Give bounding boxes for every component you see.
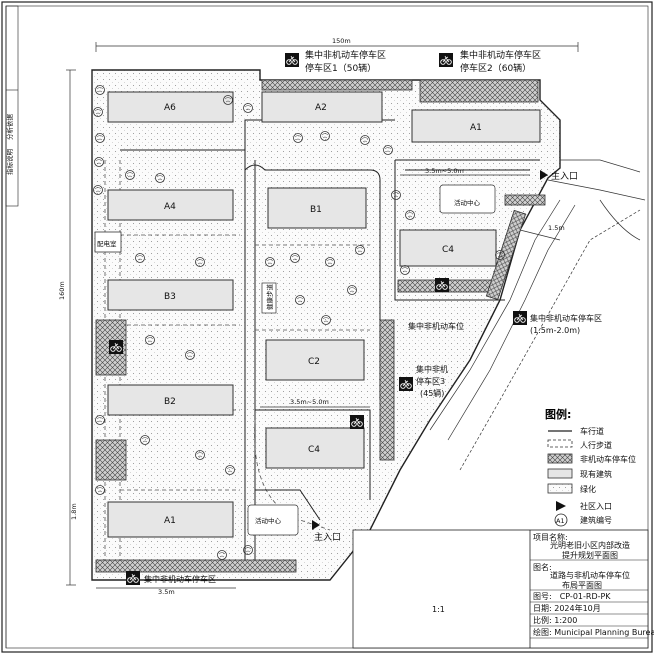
drawing-scale: 比例: 1:200 (533, 615, 577, 625)
svg-text:健康步道: 健康步道 (265, 284, 274, 311)
main-entrance-bottom: 主入口 (312, 520, 341, 543)
dimension-height: 160m (58, 69, 76, 586)
building-a2 (261, 91, 383, 123)
activity-center-bottom (247, 504, 299, 536)
svg-text:160m: 160m (58, 281, 66, 300)
parking-strip-east (504, 194, 546, 206)
parking-2-sub: 停车区2（60辆） (460, 62, 531, 74)
drawing-number: 图号: CP-01-RD-PK (533, 592, 611, 601)
project-name-2: 提升规划平面图 (562, 550, 618, 560)
dimension-east-15: 1.5m (548, 224, 565, 232)
building-b3 (107, 279, 234, 311)
power-room (94, 231, 122, 253)
building-label: C2 (308, 357, 320, 367)
legend-entrance: 社区入口 (580, 501, 612, 511)
parking-strip-3 (379, 319, 395, 461)
parking-3-line3: (45辆) (420, 388, 444, 398)
fitness-path (261, 282, 277, 314)
building-a6 (107, 91, 234, 123)
parking-east-sub: (1.5m-2.0m) (530, 326, 580, 335)
legend-entrance-icon (556, 501, 566, 511)
drawing-author: 绘图: Municipal Planning Bureau (533, 627, 654, 637)
scale-mark: 1:1 (432, 605, 445, 614)
building-label: B3 (164, 292, 176, 302)
legend-existing: 现有建筑 (580, 469, 612, 479)
project-name-1: 光明老旧小区内部改造 (550, 540, 630, 550)
building-a1-top (411, 109, 541, 143)
road-width-top: 3.5m~5.0m (425, 167, 464, 175)
parking-1-title: 集中非机动车停车区 (305, 49, 386, 61)
parking-3-line2: 停车区3 (416, 376, 445, 386)
building-b2 (107, 384, 234, 416)
drawing-date: 日期: 2024年10月 (533, 603, 601, 613)
bike-parking-icon (284, 52, 300, 68)
bike-parking-icon (108, 339, 124, 355)
building-a4 (107, 189, 234, 221)
parking-strip-west-2 (95, 439, 127, 481)
parking-2-title: 集中非机动车停车区 (460, 49, 541, 61)
bike-parking-icon (438, 52, 454, 68)
parking-strip-east-diag (485, 209, 527, 301)
side-note-index: 指标说明 (5, 149, 14, 176)
building-c4-top (399, 229, 497, 267)
svg-text:主入口: 主入口 (314, 531, 341, 543)
drawing-name-1: 道路与非机动车停车位 (550, 570, 630, 580)
bike-parking-icon (434, 277, 450, 293)
drawing-label: 图名: (533, 562, 552, 572)
bike-parking-icon (349, 414, 365, 430)
legend-parking: 非机动车停车位 (580, 454, 636, 464)
svg-text:主入口: 主入口 (551, 170, 578, 182)
parking-strip-1 (261, 79, 413, 91)
parking-east-title: 集中非机动车停车区 (530, 313, 602, 323)
parking-mid-label: 集中非机动车位 (408, 321, 464, 331)
dimension-width: 150m (95, 37, 579, 52)
parking-1-sub: 停车区1（50辆） (305, 62, 376, 74)
building-label: A4 (164, 202, 176, 212)
drawing-name-2: 布局平面图 (562, 580, 602, 590)
road-width-mid: 3.5m~5.0m (290, 398, 329, 406)
legend-number-badge: A1 (556, 517, 565, 525)
parking-3-line1: 集中非机 (416, 364, 448, 374)
svg-text:活动中心: 活动中心 (454, 198, 481, 207)
parking-strip-top-right (419, 79, 539, 103)
bike-parking-icon (398, 376, 414, 392)
bike-parking-icon (125, 570, 141, 586)
building-c2 (265, 339, 365, 381)
legend-title: 图例: (545, 407, 571, 421)
svg-text:活动中心: 活动中心 (255, 516, 282, 525)
building-label: B1 (310, 205, 322, 215)
building-a1-bottom (107, 501, 234, 538)
side-note-analysis: 分析依据 (5, 114, 14, 141)
parking-bottom-label: 集中非机动车停车区 (144, 574, 216, 584)
building-label: A2 (315, 103, 327, 113)
building-label: A1 (164, 516, 176, 526)
building-label: A6 (164, 103, 176, 113)
svg-text:150m: 150m (332, 37, 351, 45)
legend-green: 绿化 (580, 484, 596, 494)
activity-center-top (439, 184, 496, 214)
building-label: C4 (308, 445, 320, 455)
legend-road: 车行道 (580, 426, 604, 436)
legend: 图例: 车行道 人行步道 非机动车停车位 现有建筑 绿化 社区入口 A1 建筑编… (545, 407, 636, 527)
main-entrance-top: 主入口 (540, 170, 578, 182)
building-label: A1 (470, 123, 482, 133)
parking-strip-bottom (95, 559, 297, 573)
building-c4-bottom (265, 427, 365, 469)
title-block: 项目名称: 光明老旧小区内部改造 提升规划平面图 图名: 道路与非机动车停车位 … (352, 529, 654, 649)
legend-walk: 人行步道 (580, 440, 612, 450)
legend-number: 建筑编号 (580, 515, 612, 525)
dimension-bottom-35: 3.5m (158, 588, 175, 596)
project-label: 项目名称: (533, 532, 568, 542)
dimension-left-18: 1.8m (70, 503, 78, 520)
svg-text:配电室: 配电室 (97, 239, 117, 248)
building-b1 (267, 187, 367, 229)
building-label: C4 (442, 245, 454, 255)
building-label: B2 (164, 397, 176, 407)
bike-parking-icon (512, 310, 528, 326)
